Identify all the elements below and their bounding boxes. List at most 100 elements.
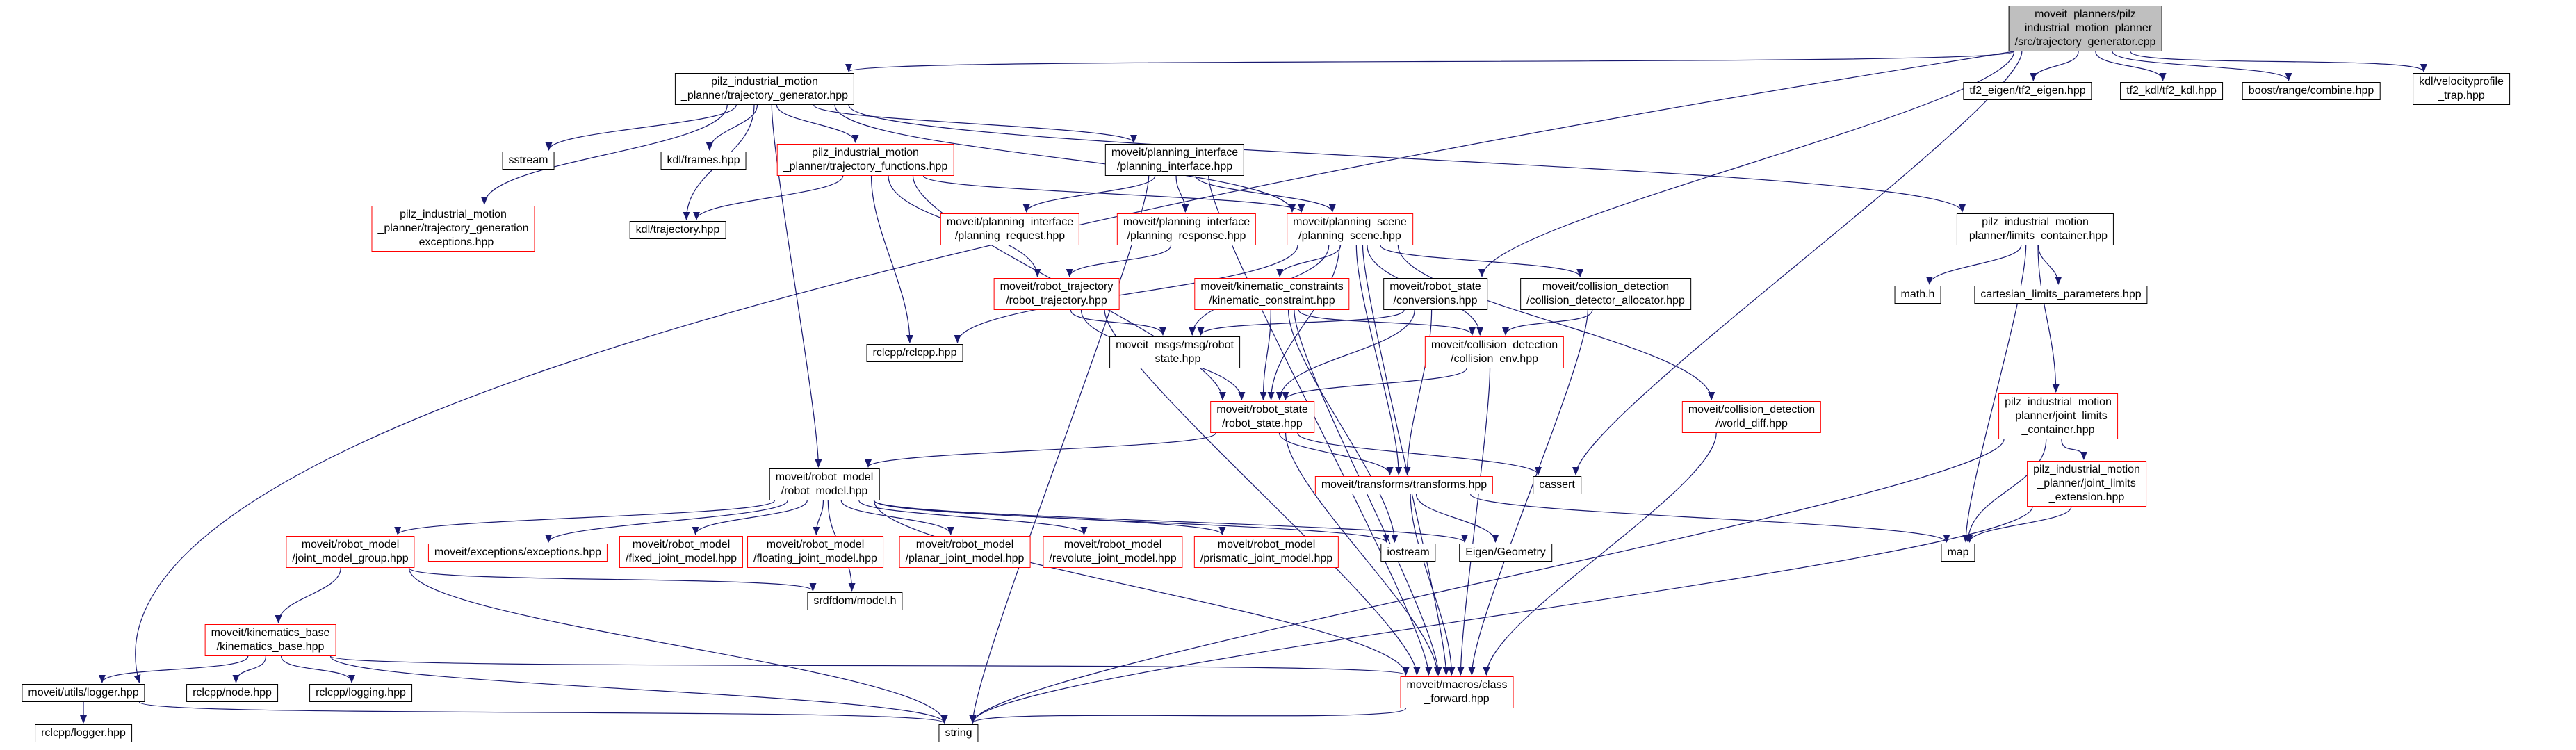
graph-node-joint_limits_container[interactable]: pilz_industrial_motion_planner/joint_lim… bbox=[1998, 393, 2118, 439]
node-label-line: /fixed_joint_model.hpp bbox=[625, 553, 737, 564]
graph-node-planning_request[interactable]: moveit/planning_interface/planning_reque… bbox=[940, 213, 1080, 245]
graph-node-string[interactable]: string bbox=[938, 724, 979, 742]
node-label-line: /robot_trajectory.hpp bbox=[1006, 295, 1107, 307]
graph-edge-traj_functions-to-rclcpp bbox=[870, 175, 913, 343]
graph-node-limits_container[interactable]: pilz_industrial_motion_planner/limits_co… bbox=[1956, 213, 2114, 245]
node-label-line: /planning_interface.hpp bbox=[1116, 161, 1233, 172]
graph-node-cassert[interactable]: cassert bbox=[1533, 476, 1581, 494]
graph-node-rclcpp[interactable]: rclcpp/rclcpp.hpp bbox=[866, 344, 963, 362]
graph-node-traj_gen_hpp[interactable]: pilz_industrial_motion_planner/trajector… bbox=[674, 73, 855, 105]
graph-node-traj_gen_exceptions[interactable]: pilz_industrial_motion _planner/trajector… bbox=[371, 206, 535, 252]
graph-node-traj_functions[interactable]: pilz_industrial_motion_planner/trajector… bbox=[776, 144, 954, 176]
graph-node-cartesian_limits[interactable]: cartesian_limits_parameters.hpp bbox=[1974, 286, 2148, 304]
graph-edge-root-to-tf2_eigen bbox=[2030, 51, 2079, 81]
node-label-line: moveit/planning_interface bbox=[1123, 216, 1250, 228]
graph-node-map[interactable]: map bbox=[1941, 544, 1975, 562]
node-label-line: moveit_planners/pilz bbox=[2035, 8, 2136, 20]
node-label-line: cassert bbox=[1539, 479, 1575, 491]
graph-node-sstream[interactable]: sstream bbox=[502, 152, 555, 170]
node-label-line: /revolute_joint_model.hpp bbox=[1049, 553, 1177, 564]
graph-edge-joint_model_group-to-kinematics_base bbox=[275, 567, 341, 623]
node-label-line: cartesian_limits_parameters.hpp bbox=[1980, 288, 2142, 300]
graph-node-planning_response[interactable]: moveit/planning_interface/planning_respo… bbox=[1116, 213, 1257, 245]
node-label-line: _planner/limits_container.hpp bbox=[1962, 230, 2108, 242]
graph-node-rclcpp_logging[interactable]: rclcpp/logging.hpp bbox=[309, 684, 412, 702]
graph-node-joint_model_group[interactable]: moveit/robot_model/joint_model_group.hpp bbox=[286, 536, 415, 568]
graph-node-transforms[interactable]: moveit/transforms/transforms.hpp bbox=[1314, 476, 1494, 494]
node-label-line: /planar_joint_model.hpp bbox=[905, 553, 1025, 564]
graph-node-kinematics_base[interactable]: moveit/kinematics_base/kinematics_base.h… bbox=[204, 624, 336, 656]
graph-edge-planning_interface-to-planning_response bbox=[1175, 175, 1189, 213]
graph-node-robot_trajectory[interactable]: moveit/robot_trajectory/robot_trajectory… bbox=[993, 278, 1120, 310]
graph-edge-robot_state-to-transforms bbox=[1278, 432, 1394, 475]
graph-node-prismatic_joint[interactable]: moveit/robot_model/prismatic_joint_model… bbox=[1193, 536, 1339, 568]
graph-edge-root-to-boost_combine bbox=[2112, 51, 2292, 81]
node-label-line: rclcpp/logging.hpp bbox=[316, 687, 406, 699]
graph-node-revolute_joint[interactable]: moveit/robot_model/revolute_joint_model.… bbox=[1043, 536, 1183, 568]
graph-edge-traj_gen_hpp-to-limits_container bbox=[848, 104, 1966, 213]
graph-node-boost_combine[interactable]: boost/range/combine.hpp bbox=[2242, 82, 2381, 100]
graph-node-planning_scene[interactable]: moveit/planning_scene/planning_scene.hpp bbox=[1287, 213, 1413, 245]
node-label-line: kdl/trajectory.hpp bbox=[635, 224, 720, 236]
node-label-line: boost/range/combine.hpp bbox=[2248, 85, 2374, 97]
graph-node-kdl_frames[interactable]: kdl/frames.hpp bbox=[660, 152, 747, 170]
graph-node-planar_joint[interactable]: moveit/robot_model/planar_joint_model.hp… bbox=[899, 536, 1031, 568]
graph-node-fixed_joint[interactable]: moveit/robot_model/fixed_joint_model.hpp bbox=[619, 536, 744, 568]
graph-edge-robot_model-to-joint_model_group bbox=[394, 500, 776, 535]
graph-node-class_forward[interactable]: moveit/macros/class_forward.hpp bbox=[1400, 676, 1514, 708]
graph-node-math_h[interactable]: math.h bbox=[1894, 286, 1941, 304]
node-label-line: map bbox=[1947, 546, 1969, 558]
node-label-line: rclcpp/rclcpp.hpp bbox=[872, 347, 957, 359]
node-label-line: moveit/robot_trajectory bbox=[1000, 281, 1114, 293]
graph-edge-kinematic_constraint-to-collision_env bbox=[1298, 309, 1476, 336]
graph-node-planning_interface[interactable]: moveit/planning_interface/planning_inter… bbox=[1104, 144, 1245, 176]
graph-node-tf2_kdl[interactable]: tf2_kdl/tf2_kdl.hpp bbox=[2120, 82, 2223, 100]
graph-node-coll_det_alloc[interactable]: moveit/collision_detection/collision_det… bbox=[1520, 278, 1691, 310]
graph-node-tf2_eigen[interactable]: tf2_eigen/tf2_eigen.hpp bbox=[1963, 82, 2092, 100]
graph-node-rclcpp_logger[interactable]: rclcpp/logger.hpp bbox=[35, 724, 132, 742]
graph-edge-collision_env-to-robot_state bbox=[1282, 368, 1467, 400]
graph-node-root[interactable]: moveit_planners/pilz_industrial_motion_p… bbox=[2008, 6, 2162, 51]
node-label-line: /src/trajectory_generator.cpp bbox=[2014, 36, 2156, 48]
node-label-line: srdfdom/model.h bbox=[813, 595, 897, 607]
graph-node-utils_logger[interactable]: moveit/utils/logger.hpp bbox=[22, 684, 145, 702]
node-label-line: /robot_model.hpp bbox=[781, 485, 868, 497]
graph-edge-robot_model-to-revolute_joint bbox=[858, 500, 1088, 535]
graph-node-iostream[interactable]: iostream bbox=[1380, 544, 1436, 562]
graph-node-kinematic_constraint[interactable]: moveit/kinematic_constraints/kinematic_c… bbox=[1194, 278, 1350, 310]
node-label-line: /prismatic_joint_model.hpp bbox=[1200, 553, 1333, 564]
graph-edge-joint_limits_extension-to-map bbox=[1966, 506, 2072, 543]
node-label-line: /world_diff.hpp bbox=[1715, 418, 1788, 430]
graph-node-kdl_trajectory[interactable]: kdl/trajectory.hpp bbox=[629, 221, 726, 239]
node-label-line: moveit/robot_state bbox=[1216, 404, 1308, 416]
node-label-line: /joint_model_group.hpp bbox=[292, 553, 409, 564]
graph-edge-root-to-utils_logger bbox=[133, 51, 2014, 683]
graph-node-srdf_model[interactable]: srdfdom/model.h bbox=[807, 592, 903, 610]
node-label-line: _planner/trajectory_generation bbox=[377, 222, 529, 234]
graph-node-floating_joint[interactable]: moveit/robot_model/floating_joint_model.… bbox=[747, 536, 883, 568]
node-label-line: moveit/utils/logger.hpp bbox=[28, 687, 139, 699]
graph-node-exceptions[interactable]: moveit/exceptions/exceptions.hpp bbox=[427, 544, 608, 562]
graph-node-conversions[interactable]: moveit/robot_state/conversions.hpp bbox=[1383, 278, 1487, 310]
graph-edge-joint_model_group-to-string bbox=[408, 567, 948, 724]
graph-edge-root-to-kdl_velprofile bbox=[2130, 51, 2427, 72]
graph-node-robot_model[interactable]: moveit/robot_model/robot_model.hpp bbox=[769, 468, 880, 500]
node-label-line: moveit/robot_model bbox=[1063, 539, 1162, 551]
node-label-line: moveit/robot_state bbox=[1389, 281, 1481, 293]
graph-node-collision_env[interactable]: moveit/collision_detection/collision_env… bbox=[1424, 336, 1565, 368]
graph-node-joint_limits_extension[interactable]: pilz_industrial_motion_planner/joint_lim… bbox=[2027, 461, 2146, 507]
node-label-line: _extension.hpp bbox=[2048, 491, 2125, 503]
node-label-line: /planning_scene.hpp bbox=[1298, 230, 1401, 242]
node-label-line: _forward.hpp bbox=[1424, 693, 1490, 705]
graph-node-eigen_geometry[interactable]: Eigen/Geometry bbox=[1459, 544, 1552, 562]
node-label-line: /kinematics_base.hpp bbox=[216, 641, 325, 653]
graph-node-robot_state[interactable]: moveit/robot_state/robot_state.hpp bbox=[1210, 401, 1314, 433]
graph-edge-traj_gen_hpp-to-sstream bbox=[545, 104, 737, 151]
graph-node-rclcpp_node[interactable]: rclcpp/node.hpp bbox=[186, 684, 278, 702]
graph-node-kdl_velprofile[interactable]: kdl/velocityprofile_trap.hpp bbox=[2413, 73, 2510, 105]
graph-edge-robot_model-to-class_forward bbox=[873, 500, 1410, 676]
graph-node-msgs_robot_state[interactable]: moveit_msgs/msg/robot_state.hpp bbox=[1109, 336, 1240, 368]
node-label-line: pilz_industrial_motion bbox=[400, 209, 507, 220]
graph-node-world_diff[interactable]: moveit/collision_detection/world_diff.hp… bbox=[1681, 401, 1822, 433]
